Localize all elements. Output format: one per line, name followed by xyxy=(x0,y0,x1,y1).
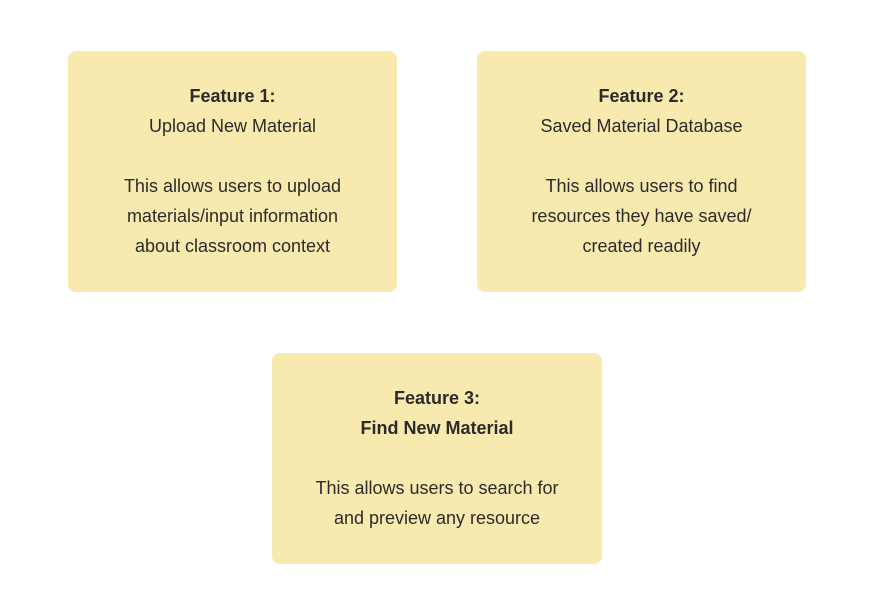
description-line: created readily xyxy=(582,236,701,256)
feature-card-heading: Feature 3: xyxy=(393,388,481,408)
description-line: This allows users to upload xyxy=(123,176,342,196)
description-line: resources they have saved/ xyxy=(531,206,752,226)
feature-card-find-new-material: Feature 3: Find New Material This allows… xyxy=(272,353,602,564)
description-line: This allows users to search for xyxy=(315,478,559,498)
feature-card-title: Find New Material xyxy=(360,418,514,438)
feature-card-heading: Feature 1: xyxy=(189,86,276,106)
description-line: and preview any resource xyxy=(333,508,541,528)
feature-card-description: This allows users to find resources they… xyxy=(477,171,806,261)
description-line: about classroom context xyxy=(134,236,331,256)
feature-card-title: Saved Material Database xyxy=(540,116,743,136)
description-line: This allows users to find xyxy=(545,176,738,196)
feature-card-heading: Feature 2: xyxy=(598,86,685,106)
feature-card-description: This allows users to upload materials/in… xyxy=(68,171,397,261)
feature-card-upload-new-material: Feature 1: Upload New Material This allo… xyxy=(68,51,397,292)
description-line: materials/input information xyxy=(126,206,339,226)
feature-card-title: Upload New Material xyxy=(148,116,317,136)
feature-card-saved-material-database: Feature 2: Saved Material Database This … xyxy=(477,51,806,292)
feature-card-description: This allows users to search for and prev… xyxy=(272,473,602,533)
